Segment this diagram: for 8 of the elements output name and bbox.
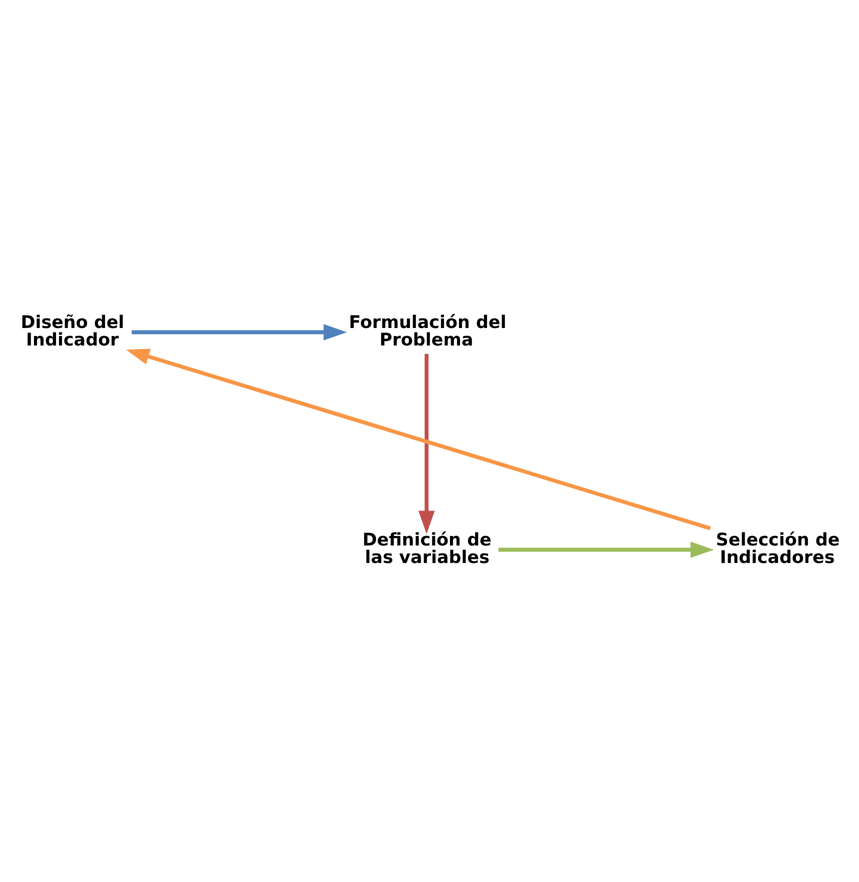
arrow (126, 348, 711, 530)
arrow (418, 354, 435, 534)
arrow (498, 542, 714, 558)
node-text: Formulación del Problema (348, 312, 506, 350)
node-text: Definición de las variables (362, 530, 492, 568)
arrow (132, 324, 347, 340)
node-text: Diseño del Indicador (20, 312, 124, 350)
node-text: Selección de Indicadores (716, 530, 840, 568)
